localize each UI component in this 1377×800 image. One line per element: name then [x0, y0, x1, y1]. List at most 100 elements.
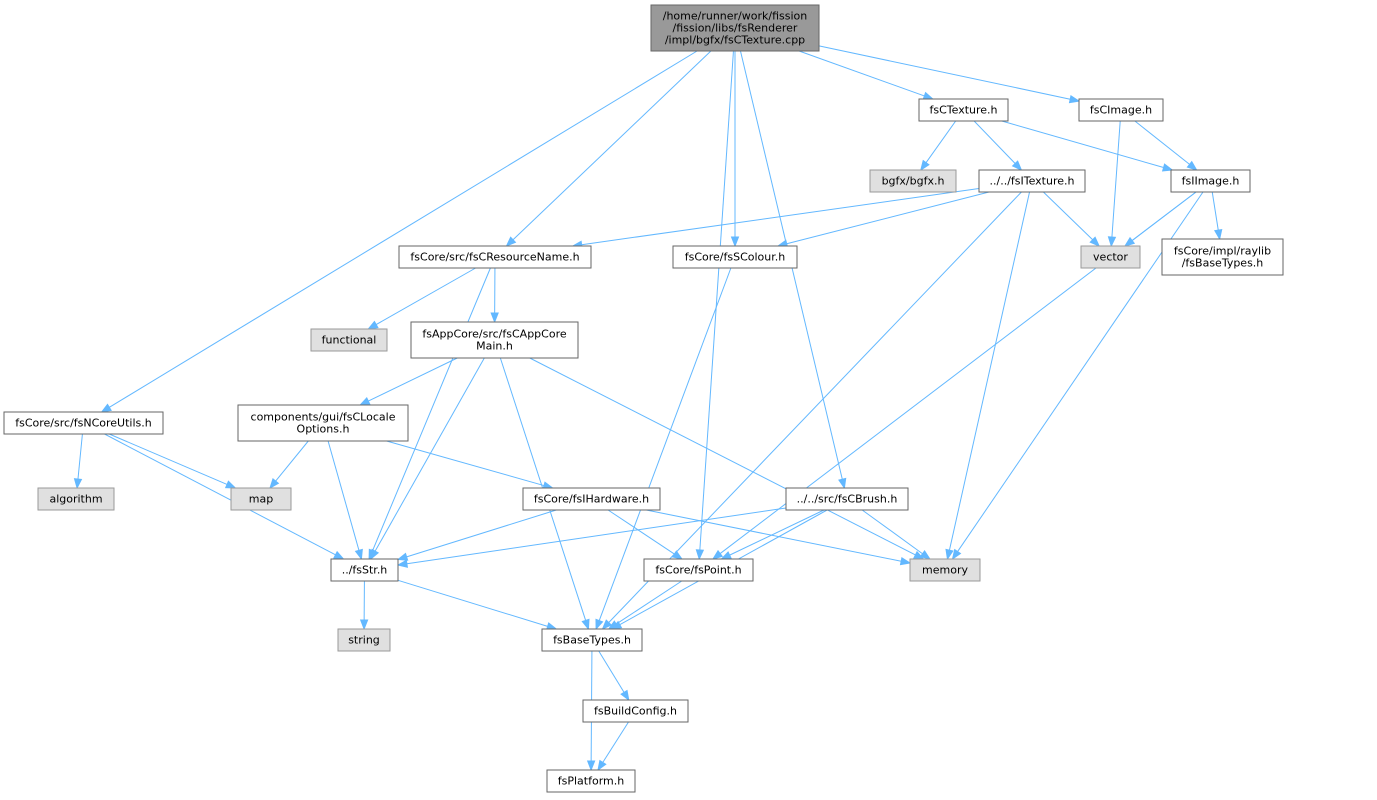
edge-line — [598, 267, 732, 621]
edge-arrowhead — [1186, 160, 1198, 171]
edge-arrowhead — [100, 403, 112, 413]
edge-arrowhead — [695, 549, 705, 561]
edge-fsCImage_h-to-fsIImage_h — [1134, 120, 1198, 171]
edge-fsPoint_h-to-fsBaseTypes_h — [607, 580, 683, 630]
node-box — [541, 628, 643, 652]
node-label: components/gui/fsCLocale — [251, 411, 396, 424]
edge-root-to-fsCBrush_h — [739, 50, 847, 490]
edge-line — [615, 580, 683, 625]
edge-arrowhead — [358, 397, 371, 406]
node-fsCBrush_h[interactable]: ../../src/fsCBrush.h — [785, 487, 909, 511]
edge-root-to-fsCResourceName_h — [505, 50, 712, 247]
edge-arrowhead — [359, 619, 369, 631]
edge-fsIHardware_h-to-fsStr_h — [396, 509, 557, 561]
edge-line — [729, 509, 825, 556]
edge-arrowhead — [1213, 228, 1223, 241]
edge-fsIHardware_h-to-fsPoint_h — [607, 509, 684, 560]
node-fsCTexture_h[interactable]: fsCTexture.h — [918, 98, 1009, 122]
edge-fsCLocaleOptions_h-to-fsStr_h — [327, 440, 363, 561]
edge-line — [948, 191, 1031, 551]
edge-fsNCoreUtils_h-to-fsStr_h — [104, 433, 345, 560]
edge-arrowhead — [922, 91, 935, 100]
edge-arrowhead — [951, 548, 962, 561]
edge-fsNCoreUtils_h-to-algorithm — [73, 433, 83, 490]
node-box — [230, 487, 292, 511]
node-label: /impl/bgfx/fsCTexture.cpp — [665, 34, 805, 47]
node-label: fsCore/fsIHardware.h — [534, 493, 649, 506]
edge-fsITexture_h-to-fsBaseTypes_h — [601, 191, 1022, 630]
edge-line — [512, 50, 712, 241]
node-root: /home/runner/work/fission/fission/libs/f… — [650, 4, 820, 52]
node-vector: vector — [1080, 245, 1141, 269]
node-box — [650, 4, 820, 52]
edge-root-to-fsPoint_h — [695, 50, 734, 561]
node-label: fsCImage.h — [1090, 104, 1152, 117]
edge-fsNCoreUtils_h-to-map — [108, 433, 237, 489]
edge-root-to-fsNCoreUtils_h — [100, 50, 698, 413]
node-fsNCoreUtils_h[interactable]: fsCore/src/fsNCoreUtils.h — [3, 411, 164, 435]
node-fsSColour_h[interactable]: fsCore/fsSColour.h — [672, 245, 798, 269]
node-box — [785, 487, 909, 511]
edge-arrowhead — [1011, 160, 1023, 171]
edge-fsCBrush_h-to-memory — [861, 509, 931, 560]
node-raylib_fsBaseTypes_h[interactable]: fsCore/impl/raylib/fsBaseTypes.h — [1161, 238, 1284, 276]
node-fsPoint_h[interactable]: fsCore/fsPoint.h — [643, 558, 754, 582]
edge-line — [397, 579, 548, 627]
edge-arrowhead — [367, 320, 379, 330]
edge-line — [1111, 120, 1121, 238]
node-label: ../../fsITexture.h — [990, 175, 1075, 188]
edge-line — [602, 721, 629, 763]
node-label: fsCore/fsPoint.h — [655, 564, 741, 577]
edge-line — [529, 357, 916, 556]
node-fsITexture_h[interactable]: ../../fsITexture.h — [978, 169, 1086, 193]
edge-arrowhead — [671, 550, 684, 560]
node-label: functional — [322, 334, 377, 347]
node-box — [398, 245, 592, 269]
node-fsPlatform_h[interactable]: fsPlatform.h — [546, 769, 636, 793]
node-box — [869, 169, 957, 193]
edge-fsCResourceName_h-to-functional — [367, 267, 476, 330]
node-fsBuildConfig_h[interactable]: fsBuildConfig.h — [582, 699, 689, 723]
edge-line — [1001, 120, 1164, 168]
edge-arrowhead — [1068, 94, 1081, 104]
node-box — [582, 699, 689, 723]
edge-arrowhead — [396, 552, 409, 561]
node-label: algorithm — [49, 493, 102, 506]
node-box — [337, 628, 391, 652]
edge-arrowhead — [945, 548, 954, 561]
edge-line — [406, 509, 557, 558]
edge-fsCBrush_h-to-fsStr_h — [396, 507, 787, 568]
node-fsStr_h[interactable]: ../fsStr.h — [330, 558, 399, 582]
edge-fsITexture_h-to-fsCResourceName_h — [571, 188, 980, 249]
edge-line — [607, 509, 675, 555]
edge-arrowhead — [354, 548, 363, 561]
node-fsCResourceName_h[interactable]: fsCore/src/fsCResourceName.h — [398, 245, 592, 269]
edge-arrowhead — [711, 549, 724, 560]
node-label: fsIImage.h — [1182, 175, 1240, 188]
edge-line — [275, 440, 309, 482]
node-fsCImage_h[interactable]: fsCImage.h — [1078, 98, 1164, 122]
edge-fsBaseTypes_h-to-fsBuildConfig_h — [598, 650, 630, 702]
edge-arrowhead — [269, 477, 280, 490]
edge-fsIImage_h-to-raylib_fsBaseTypes_h — [1211, 191, 1223, 241]
node-fsIHardware_h[interactable]: fsCore/fsIHardware.h — [522, 487, 661, 511]
node-fsIImage_h[interactable]: fsIImage.h — [1170, 169, 1251, 193]
edge-arrowhead — [595, 618, 604, 631]
node-fsBaseTypes_h[interactable]: fsBaseTypes.h — [541, 628, 643, 652]
edge-fsCLocaleOptions_h-to-fsIHardware_h — [386, 440, 554, 490]
node-box — [37, 487, 115, 511]
edge-fsCTexture_h-to-fsIImage_h — [1001, 120, 1174, 172]
edge-line — [646, 509, 902, 562]
node-map: map — [230, 487, 292, 511]
edge-line — [925, 120, 957, 163]
edge-arrowhead — [720, 551, 732, 560]
node-box — [522, 487, 661, 511]
node-label: ../fsStr.h — [342, 564, 388, 577]
edge-line — [386, 440, 545, 487]
edge-line — [861, 509, 923, 555]
edge-arrowhead — [730, 236, 740, 248]
edge-arrowhead — [505, 236, 517, 247]
node-box — [546, 769, 636, 793]
